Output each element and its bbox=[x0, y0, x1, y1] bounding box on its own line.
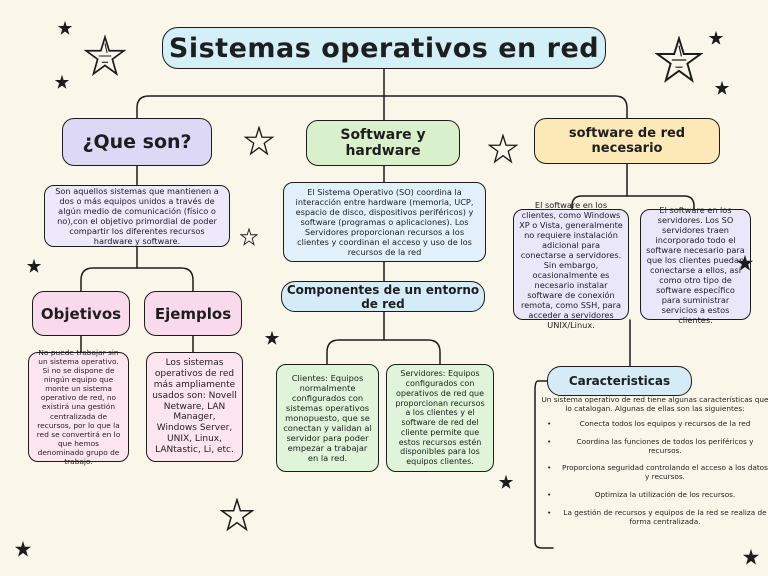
text-software-clientes: El software en los clientes, como Window… bbox=[513, 200, 629, 330]
star-icon bbox=[220, 498, 254, 532]
caracteristicas-list: Conecta todos los equipos y recursos de … bbox=[535, 419, 768, 527]
heading-componentes: Componentes de un entorno de red bbox=[281, 281, 485, 312]
heading-ejemplos: Ejemplos bbox=[144, 291, 242, 336]
star-icon bbox=[655, 36, 703, 83]
star-icon bbox=[488, 134, 518, 164]
heading-software-red: software de red necesario bbox=[534, 118, 720, 164]
star-icon bbox=[240, 228, 258, 246]
text-objetivos: No puede trabajar sin un sistema operati… bbox=[28, 348, 129, 466]
heading-que-son: ¿Que son? bbox=[62, 118, 212, 166]
text-que-son: Son aquellos sistemas que mantienen a do… bbox=[44, 185, 230, 247]
star-icon bbox=[84, 34, 126, 76]
list-item: Conecta todos los equipos y recursos de … bbox=[547, 419, 768, 429]
text-componentes-servidores: Servidores: Equipos configurados con ope… bbox=[386, 364, 494, 472]
page-title: Sistemas operativos en red bbox=[162, 27, 606, 69]
caracteristicas-intro: Un sistema operativo de red tiene alguna… bbox=[541, 395, 768, 413]
text-ejemplos: Los sistemas operativos de red más ampli… bbox=[146, 352, 243, 462]
star-icon bbox=[714, 80, 730, 95]
star-icon bbox=[498, 474, 514, 489]
text-componentes-clientes: Clientes: Equipos normalmente configurad… bbox=[276, 364, 379, 472]
list-item: Optimiza la utilización de los recursos. bbox=[547, 490, 768, 500]
star-icon bbox=[244, 126, 274, 156]
text-software-servidores: El software en los servidores. Los SO se… bbox=[640, 205, 751, 325]
heading-caracteristicas: Caracteristicas bbox=[547, 366, 692, 396]
star-icon bbox=[264, 330, 280, 345]
star-icon bbox=[736, 254, 754, 271]
star-icon bbox=[26, 258, 42, 273]
star-icon bbox=[708, 30, 724, 45]
star-icon bbox=[57, 20, 73, 35]
caracteristicas-list-block: Un sistema operativo de red tiene alguna… bbox=[535, 395, 768, 548]
list-item: Coordina las funciones de todos los peri… bbox=[547, 437, 768, 456]
heading-software-hardware: Software y hardware bbox=[306, 120, 460, 166]
list-item: La gestión de recursos y equipos de la r… bbox=[547, 508, 768, 527]
heading-objetivos: Objetivos bbox=[32, 291, 130, 336]
star-icon bbox=[54, 74, 70, 89]
star-icon bbox=[742, 548, 760, 565]
list-item: Proporciona seguridad controlando el acc… bbox=[547, 464, 768, 482]
star-icon bbox=[14, 540, 32, 557]
text-software-hardware: El Sistema Operativo (SO) coordina la in… bbox=[283, 182, 486, 262]
